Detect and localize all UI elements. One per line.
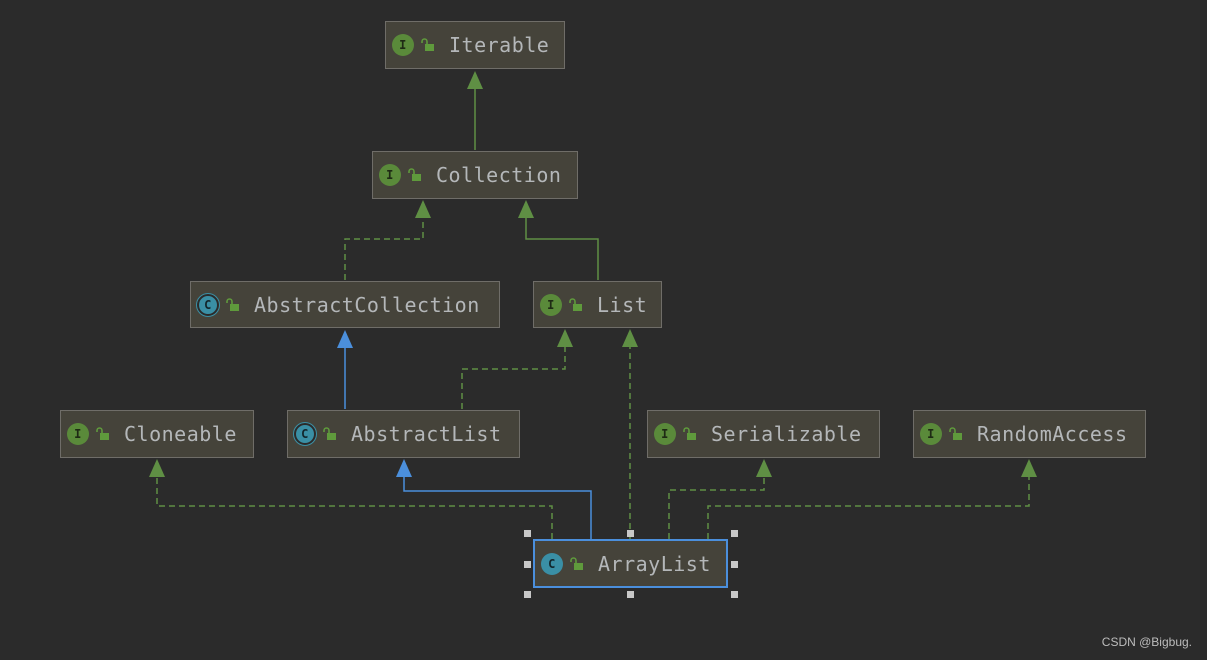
edge-collection-iterable: [467, 71, 483, 150]
abstract-class-icon: C: [196, 292, 220, 317]
lock-open-icon: [226, 297, 239, 311]
lock-open-icon: [949, 427, 962, 440]
resize-handle-left[interactable]: [524, 561, 531, 568]
edge-arraylist-randomaccess: [707, 459, 1037, 539]
resize-handle-right[interactable]: [731, 561, 738, 568]
interface-icon: I: [654, 423, 676, 445]
interface-icon: I: [540, 293, 562, 316]
lock-open-icon: [421, 38, 434, 51]
node-abstract-list[interactable]: C AbstractList: [287, 410, 520, 458]
watermark: CSDN @Bigbug.: [1101, 635, 1192, 649]
node-label: Cloneable: [124, 422, 237, 446]
node-abstract-collection[interactable]: C AbstractCollection: [190, 281, 500, 328]
resize-handle-bottom-right[interactable]: [731, 591, 738, 598]
node-array-list[interactable]: C ArrayList: [533, 539, 728, 588]
lock-open-icon: [323, 427, 336, 440]
lock-open-icon: [683, 427, 696, 440]
class-icon: C: [541, 552, 563, 575]
edge-abstractcollection-collection: [344, 200, 431, 280]
lock-open-icon: [570, 556, 583, 570]
node-random-access[interactable]: I RandomAccess: [913, 410, 1146, 458]
interface-icon: I: [379, 164, 401, 186]
node-label: Iterable: [449, 33, 550, 57]
resize-handle-bottom-left[interactable]: [524, 591, 531, 598]
resize-handle-top[interactable]: [627, 530, 634, 537]
node-collection[interactable]: I Collection: [372, 151, 578, 199]
edge-arraylist-abstractlist: [396, 459, 592, 539]
edge-list-collection: [518, 200, 599, 280]
node-label: AbstractList: [351, 422, 502, 446]
node-label: List: [597, 292, 648, 317]
node-label: AbstractCollection: [254, 292, 480, 317]
edge-abstractlist-abstractcollection: [337, 330, 353, 409]
lock-open-icon: [96, 427, 109, 440]
interface-icon: I: [392, 34, 414, 56]
resize-handle-top-right[interactable]: [731, 530, 738, 537]
node-label: RandomAccess: [977, 422, 1128, 446]
node-label: Serializable: [711, 422, 862, 446]
node-iterable[interactable]: I Iterable: [385, 21, 565, 69]
edge-arraylist-list: [622, 329, 638, 539]
resize-handle-bottom[interactable]: [627, 591, 634, 598]
interface-icon: I: [67, 423, 89, 445]
lock-open-icon: [569, 297, 582, 311]
node-cloneable[interactable]: I Cloneable: [60, 410, 254, 458]
node-label: Collection: [436, 163, 562, 187]
node-list[interactable]: I List: [533, 281, 662, 328]
edge-arraylist-serializable: [668, 459, 772, 539]
lock-open-icon: [408, 168, 421, 181]
edge-abstractlist-list: [461, 329, 573, 409]
edge-arraylist-cloneable: [149, 459, 553, 539]
interface-icon: I: [920, 423, 942, 445]
abstract-class-icon: C: [293, 422, 317, 446]
resize-handle-top-left[interactable]: [524, 530, 531, 537]
node-label: ArrayList: [598, 551, 711, 576]
node-serializable[interactable]: I Serializable: [647, 410, 880, 458]
